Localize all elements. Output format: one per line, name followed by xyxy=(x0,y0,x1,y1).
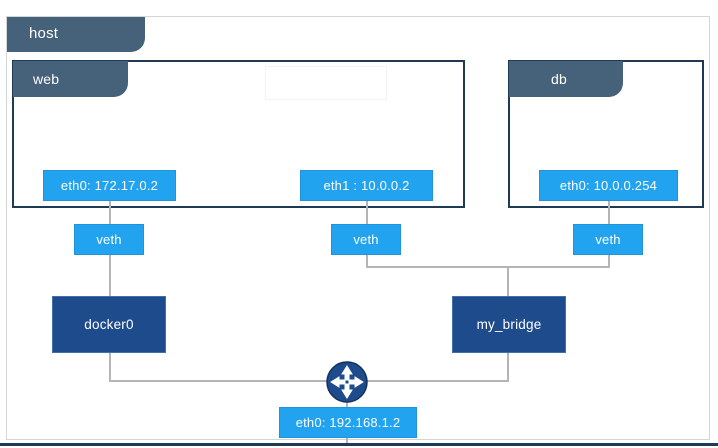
bridge-my-bridge-label: my_bridge xyxy=(476,317,542,332)
line-veth2-drop xyxy=(366,254,368,268)
line-host-eth0-to-edge xyxy=(346,437,348,445)
veth-db-mybridge[interactable]: veth xyxy=(573,224,643,255)
container-db-label: db xyxy=(551,71,567,87)
line-veth3-drop xyxy=(608,254,610,268)
veth-web-docker0-label: veth xyxy=(96,232,122,247)
line-router-bus xyxy=(109,380,508,382)
bridge-docker0[interactable]: docker0 xyxy=(52,296,166,353)
line-db-eth0-to-veth xyxy=(608,200,610,224)
bottom-edge-rule xyxy=(0,443,718,446)
container-web-header-tab: web xyxy=(13,61,128,97)
container-web-label: web xyxy=(33,71,60,87)
line-web-eth1-to-veth xyxy=(366,200,368,224)
veth-web-mybridge[interactable]: veth xyxy=(331,224,401,255)
bridge-docker0-label: docker0 xyxy=(84,317,134,332)
interface-db-eth0[interactable]: eth0: 10.0.0.254 xyxy=(539,170,678,201)
veth-web-mybridge-label: veth xyxy=(353,232,379,247)
line-veth-to-docker0 xyxy=(109,254,111,296)
container-db-header-tab: db xyxy=(509,61,623,97)
interface-web-eth1-label: eth1 : 10.0.0.2 xyxy=(323,178,410,193)
veth-web-docker0[interactable]: veth xyxy=(74,224,144,255)
veth-db-mybridge-label: veth xyxy=(595,232,621,247)
line-web-eth0-to-veth xyxy=(109,200,111,224)
interface-host-eth0-label: eth0: 192.168.1.2 xyxy=(295,415,401,430)
host-label: host xyxy=(29,25,59,42)
interface-web-eth0[interactable]: eth0: 172.17.0.2 xyxy=(43,170,176,201)
line-my-bridge-to-bus xyxy=(507,352,509,382)
bridge-my-bridge[interactable]: my_bridge xyxy=(452,296,566,353)
line-docker0-to-bus xyxy=(109,352,111,382)
router-icon[interactable] xyxy=(325,360,369,404)
interface-web-eth0-label: eth0: 172.17.0.2 xyxy=(60,178,159,193)
host-header-tab: host xyxy=(7,17,145,52)
line-veth-join-bus xyxy=(366,266,610,268)
interface-web-eth1[interactable]: eth1 : 10.0.0.2 xyxy=(300,170,433,201)
line-bus-to-my-bridge xyxy=(507,266,509,296)
interface-host-eth0[interactable]: eth0: 192.168.1.2 xyxy=(279,407,417,438)
interface-db-eth0-label: eth0: 10.0.0.254 xyxy=(559,178,658,193)
empty-placeholder-rect xyxy=(265,66,387,100)
